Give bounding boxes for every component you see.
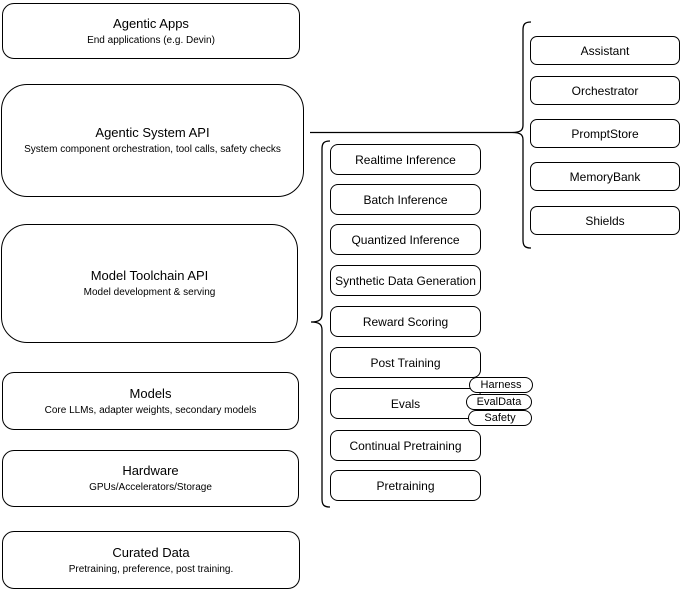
pill-label: Harness: [480, 379, 522, 391]
node-label: Shields: [585, 213, 625, 228]
node-realtime-inference: Realtime Inference: [330, 144, 481, 175]
node-title: Curated Data: [112, 544, 190, 560]
node-reward-scoring: Reward Scoring: [330, 306, 481, 337]
node-label: Evals: [390, 396, 421, 411]
node-shields: Shields: [530, 206, 680, 235]
node-label: PromptStore: [571, 126, 639, 141]
node-title: Model Toolchain API: [90, 268, 209, 283]
node-title: Models: [129, 385, 172, 401]
node-subtitle: GPUs/Accelerators/Storage: [89, 482, 212, 493]
node-batch-inference: Batch Inference: [330, 184, 481, 215]
toolchain-brace: [310, 140, 331, 508]
node-label: Realtime Inference: [355, 152, 456, 167]
node-title: Agentic System API: [95, 125, 210, 140]
node-label: Assistant: [580, 43, 630, 58]
node-subtitle: Pretraining, preference, post training.: [68, 563, 234, 575]
node-promptstore: PromptStore: [530, 119, 680, 148]
node-curated-data: Curated Data Pretraining, preference, po…: [2, 531, 300, 589]
node-models: Models Core LLMs, adapter weights, secon…: [2, 372, 299, 430]
node-memorybank: MemoryBank: [530, 162, 680, 191]
node-label: Quantized Inference: [351, 232, 460, 247]
node-eval-evaldata: EvalData: [466, 394, 532, 410]
node-label: MemoryBank: [569, 169, 641, 184]
node-evals: Evals: [330, 388, 481, 419]
node-eval-harness: Harness: [469, 377, 533, 393]
node-label: Post Training: [370, 355, 441, 370]
node-synthetic-data-generation: Synthetic Data Generation: [330, 265, 481, 296]
node-continual-pretraining: Continual Pretraining: [330, 430, 481, 461]
node-subtitle: Core LLMs, adapter weights, secondary mo…: [44, 404, 257, 416]
node-orchestrator: Orchestrator: [530, 76, 680, 105]
node-agentic-system-api: Agentic System API System component orch…: [1, 84, 304, 197]
node-subtitle: Model development & serving: [83, 287, 216, 298]
node-pretraining: Pretraining: [330, 470, 481, 501]
node-label: Continual Pretraining: [349, 438, 462, 453]
node-title: Agentic Apps: [113, 15, 189, 31]
node-post-training: Post Training: [330, 347, 481, 378]
node-label: Batch Inference: [363, 192, 448, 207]
node-hardware: Hardware GPUs/Accelerators/Storage: [2, 450, 299, 507]
node-subtitle: System component orchestration, tool cal…: [24, 144, 281, 155]
node-label: Pretraining: [376, 478, 435, 493]
pill-label: EvalData: [476, 396, 522, 408]
node-assistant: Assistant: [530, 36, 680, 65]
node-agentic-apps: Agentic Apps End applications (e.g. Devi…: [2, 3, 300, 59]
node-label: Orchestrator: [571, 83, 639, 98]
node-label: Synthetic Data Generation: [335, 273, 476, 288]
node-quantized-inference: Quantized Inference: [330, 224, 481, 255]
pill-label: Safety: [484, 412, 516, 424]
node-title: Hardware: [122, 463, 179, 478]
node-eval-safety: Safety: [468, 410, 532, 426]
system-components-brace: [511, 21, 532, 249]
node-model-toolchain-api: Model Toolchain API Model development & …: [1, 224, 298, 343]
node-subtitle: End applications (e.g. Devin): [87, 34, 215, 46]
node-label: Reward Scoring: [362, 314, 449, 329]
